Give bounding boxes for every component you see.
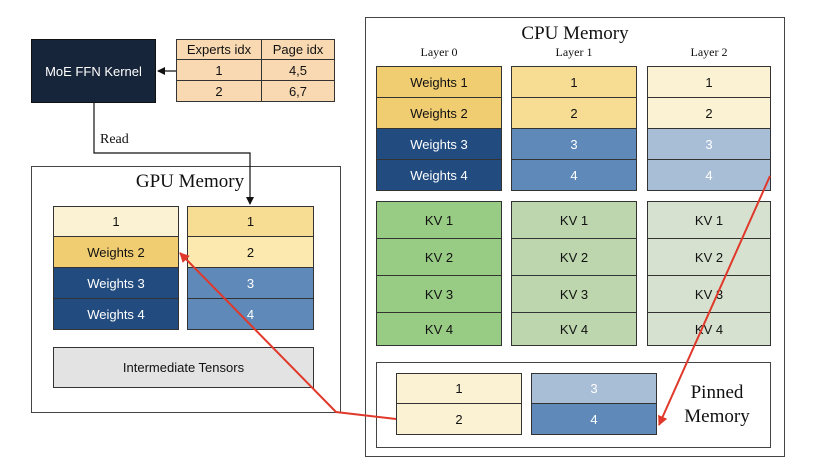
layer-0-label: Layer 0 [420, 45, 458, 59]
kv-cell: KV 3 [376, 275, 502, 313]
cpu-weight-cell: 1 [511, 66, 637, 98]
cpu-weight-cell: 4 [647, 159, 771, 191]
cpu-weight-cell: 4 [511, 159, 637, 191]
pinned-label-line-2: Memory [684, 406, 750, 427]
cpu-weight-cell: 1 [647, 66, 771, 98]
pinned-cell: 2 [396, 403, 522, 435]
pinned-label-line-1: Pinned [690, 382, 744, 403]
kv-cell: KV 2 [647, 238, 771, 276]
read-label: Read [100, 132, 129, 147]
cpu-memory-title: CPU Memory [521, 23, 629, 44]
pinned-memory-label: Pinned Memory [664, 381, 770, 429]
layer-1-label: Layer 1 [555, 45, 593, 59]
pinned-cell: 3 [531, 373, 657, 404]
cpu-weight-cell: Weights 4 [376, 159, 502, 191]
read-arrow [93, 103, 254, 205]
table-cell: 6,7 [261, 80, 335, 102]
kv-cell: KV 4 [376, 312, 502, 346]
table-header-pages: Page idx [261, 39, 335, 60]
pinned-cell: 1 [396, 373, 522, 404]
cpu-weight-cell: Weights 2 [376, 97, 502, 129]
cpu-weight-cell: Weights 1 [376, 66, 502, 98]
kv-cell: KV 1 [376, 201, 502, 239]
layer-2-label: Layer 2 [690, 45, 728, 59]
kernel-label: MoE FFN Kernel [45, 63, 142, 79]
gpu-weight-cell: Weights 2 [53, 236, 179, 268]
pinned-cell: 4 [531, 403, 657, 435]
kv-cell: KV 4 [511, 312, 637, 346]
table-cell: 2 [176, 80, 262, 102]
gpu-weight-cell: Weights 4 [53, 298, 179, 330]
intermediate-tensors-box: Intermediate Tensors [53, 347, 314, 388]
kv-cell: KV 3 [511, 275, 637, 313]
cpu-weight-cell: Weights 3 [376, 128, 502, 160]
cpu-to-pinned-arrow [658, 175, 771, 426]
pinned-to-gpu-arrow [179, 252, 397, 420]
moe-ffn-kernel-box: MoE FFN Kernel [31, 39, 156, 103]
gpu-memory-title: GPU Memory [135, 171, 245, 192]
